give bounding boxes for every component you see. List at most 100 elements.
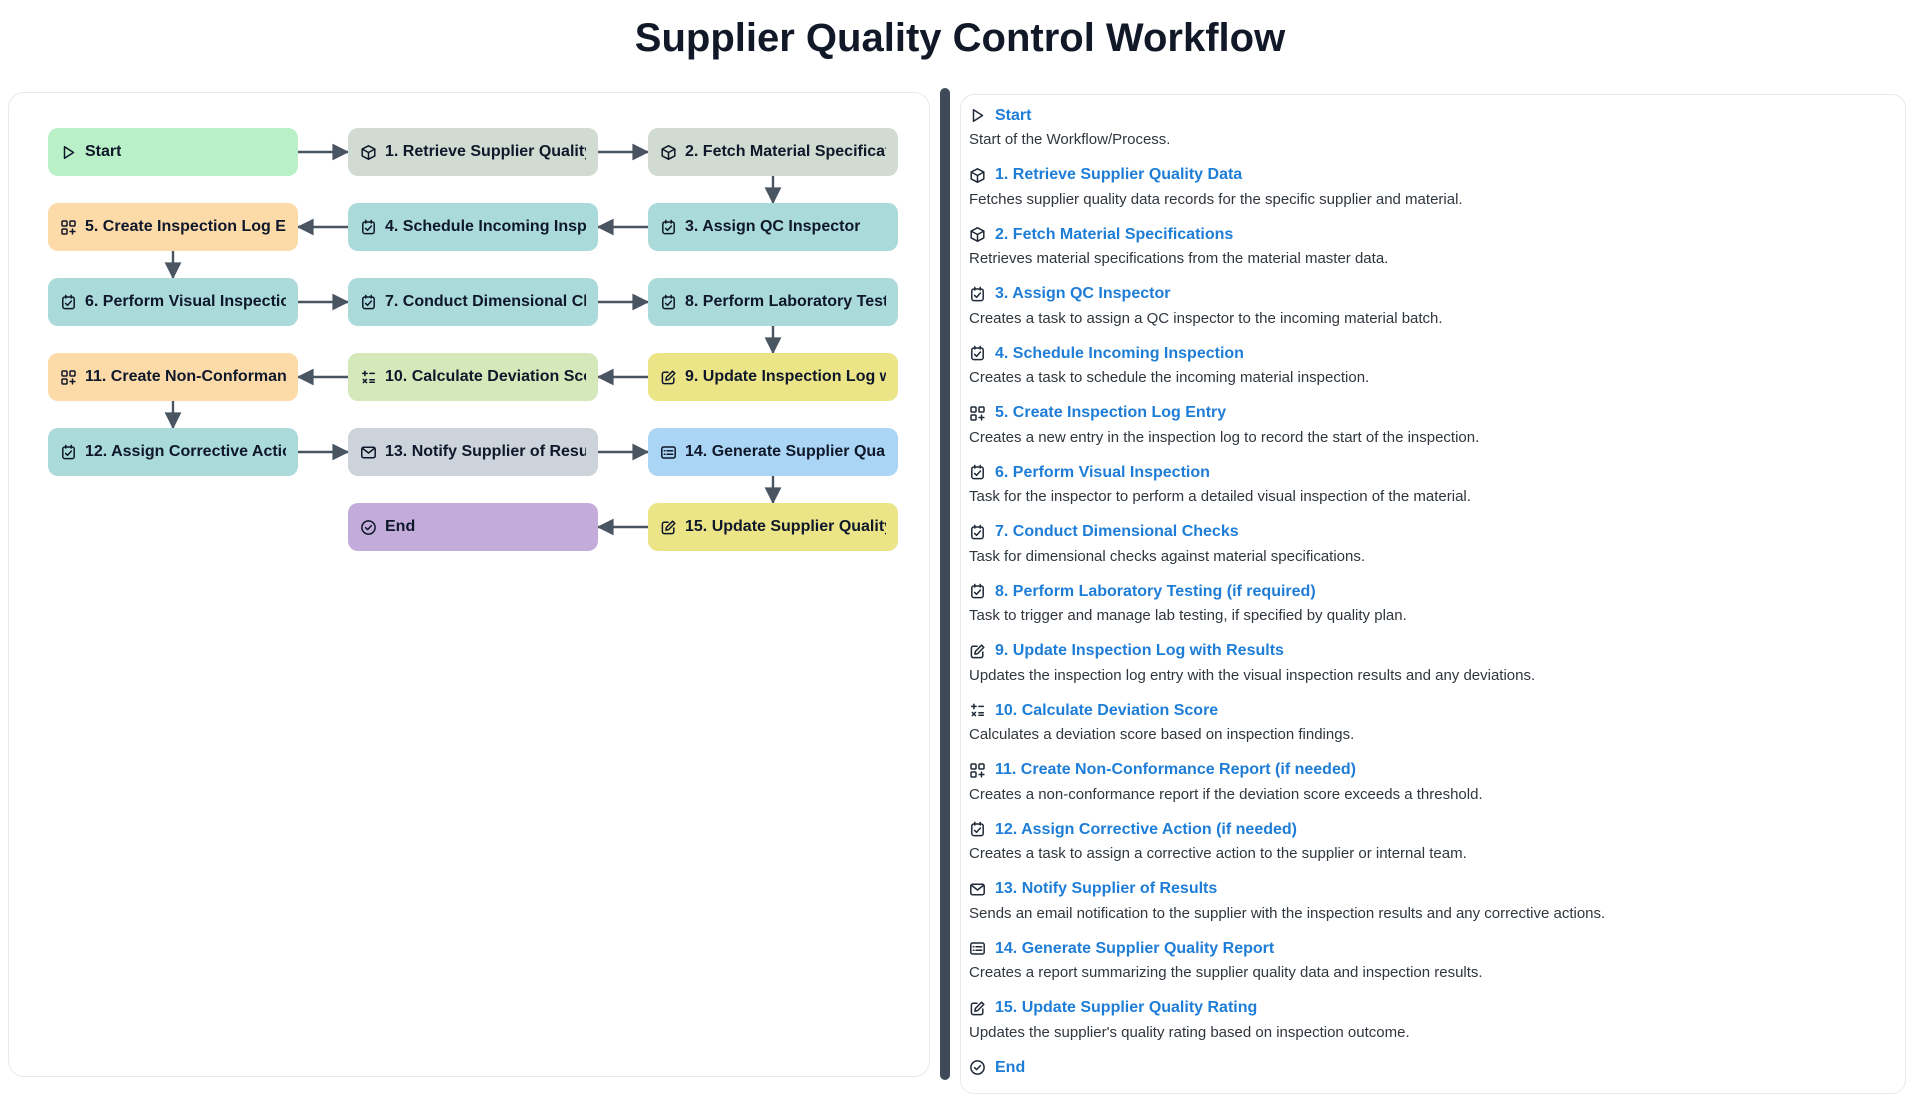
grid-plus-icon xyxy=(61,219,76,235)
panel-splitter[interactable] xyxy=(940,88,950,1080)
legend-step-description: Creates a task to assign a QC inspector … xyxy=(969,309,1443,327)
flow-node-step-3[interactable]: 3. Assign QC Inspector xyxy=(648,203,898,251)
task-icon xyxy=(971,583,984,599)
node-label: 14. Generate Supplier Quality Report xyxy=(685,443,886,460)
node-icon-wrap xyxy=(60,144,77,161)
edit-icon xyxy=(661,369,676,384)
legend-step-description: Calculates a deviation score based on in… xyxy=(969,726,1355,743)
legend-step-link[interactable]: End xyxy=(969,1057,1891,1078)
flow-node-step-15[interactable]: 15. Update Supplier Quality Rating xyxy=(648,503,898,551)
legend-step-link[interactable]: 11. Create Non-Conformance Report (if ne… xyxy=(969,760,1891,781)
legend-step-link[interactable]: 8. Perform Laboratory Testing (if requir… xyxy=(969,581,1891,602)
legend-step-link[interactable]: 4. Schedule Incoming Inspection xyxy=(969,343,1891,364)
flow-node-step-8[interactable]: 8. Perform Laboratory Testing (if requir… xyxy=(648,278,898,326)
legend-step-title: Start xyxy=(995,106,1032,124)
calculate-icon xyxy=(970,703,985,717)
legend-step-description: Creates a task to assign a corrective ac… xyxy=(969,845,1467,862)
legend-step-link[interactable]: 9. Update Inspection Log with Results xyxy=(969,641,1891,662)
legend-step-link[interactable]: 6. Perform Visual Inspection xyxy=(969,462,1891,483)
node-label: 1. Retrieve Supplier Quality Data xyxy=(385,143,586,160)
node-icon-wrap xyxy=(660,294,677,311)
flow-node-step-10[interactable]: 10. Calculate Deviation Score xyxy=(348,353,598,401)
calculate-icon xyxy=(361,369,376,383)
grid-plus-icon xyxy=(970,762,985,778)
legend-step-title: 8. Perform Laboratory Testing (if requir… xyxy=(995,582,1316,600)
legend-step-title: 15. Update Supplier Quality Rating xyxy=(995,999,1258,1016)
legend-step-link[interactable]: 13. Notify Supplier of Results xyxy=(969,879,1891,900)
flow-node-step-7[interactable]: 7. Conduct Dimensional Checks xyxy=(348,278,598,326)
flow-node-step-6[interactable]: 6. Perform Visual Inspection xyxy=(48,278,298,326)
legend-step-description: Fetches supplier quality data records fo… xyxy=(969,190,1463,208)
node-icon-wrap xyxy=(360,219,377,236)
edit-icon xyxy=(970,643,985,658)
legend-step-description: Task for dimensional checks against mate… xyxy=(969,547,1366,565)
node-label: 4. Schedule Incoming Inspection xyxy=(385,218,586,235)
legend-step-link[interactable]: 2. Fetch Material Specifications xyxy=(969,224,1891,245)
flow-node-end[interactable]: End xyxy=(348,503,598,551)
flow-node-step-1[interactable]: 1. Retrieve Supplier Quality Data xyxy=(348,128,598,176)
legend-icon-wrap xyxy=(969,524,986,541)
legend-step-description: Creates a non-conformance report if the … xyxy=(969,785,1483,803)
node-label: 7. Conduct Dimensional Checks xyxy=(385,293,586,310)
legend-step-link[interactable]: 3. Assign QC Inspector xyxy=(969,284,1891,305)
legend-step-link[interactable]: 7. Conduct Dimensional Checks xyxy=(969,522,1891,543)
legend-step-link[interactable]: 1. Retrieve Supplier Quality Data xyxy=(969,165,1891,186)
task-icon xyxy=(971,345,984,361)
legend-step-description: Start of the Workflow/Process. xyxy=(969,131,1171,148)
legend-icon-wrap xyxy=(969,821,986,838)
grid-plus-icon xyxy=(970,405,985,421)
node-icon-wrap xyxy=(660,444,677,461)
legend-step-link[interactable]: 15. Update Supplier Quality Rating xyxy=(969,998,1891,1019)
mail-icon xyxy=(970,882,985,896)
flow-node-step-13[interactable]: 13. Notify Supplier of Results xyxy=(348,428,598,476)
legend-icon-wrap xyxy=(969,1000,986,1017)
legend-step-title: 6. Perform Visual Inspection xyxy=(995,463,1210,481)
workflow-diagram-panel: Start 1. Retrieve Supplier Quality Data 2.… xyxy=(8,92,930,1077)
package-icon xyxy=(361,144,376,160)
legend-step-title: 4. Schedule Incoming Inspection xyxy=(995,344,1244,362)
legend-icon-wrap xyxy=(969,762,986,779)
legend-step-link[interactable]: 14. Generate Supplier Quality Report xyxy=(969,938,1891,959)
node-icon-wrap xyxy=(360,294,377,311)
legend-icon-wrap xyxy=(969,405,986,422)
flow-node-step-5[interactable]: 5. Create Inspection Log Entry xyxy=(48,203,298,251)
task-icon xyxy=(662,294,675,309)
legend-entry-step-12: 12. Assign Corrective Action (if needed)… xyxy=(969,819,1891,863)
node-icon-wrap xyxy=(360,369,377,386)
flow-node-step-4[interactable]: 4. Schedule Incoming Inspection xyxy=(348,203,598,251)
flow-node-step-14[interactable]: 14. Generate Supplier Quality Report xyxy=(648,428,898,476)
check-circle-icon xyxy=(361,519,376,535)
play-icon xyxy=(972,108,984,123)
legend-step-title: 14. Generate Supplier Quality Report xyxy=(995,939,1275,957)
legend-icon-wrap xyxy=(969,167,986,184)
node-label: 2. Fetch Material Specifications xyxy=(685,143,886,160)
flow-node-start[interactable]: Start xyxy=(48,128,298,176)
package-icon xyxy=(970,227,985,242)
node-label: 6. Perform Visual Inspection xyxy=(85,293,286,310)
legend-step-description: Creates a task to schedule the incoming … xyxy=(969,369,1370,386)
node-icon-wrap xyxy=(360,444,377,461)
flow-node-step-11[interactable]: 11. Create Non-Conformance Report (if ne… xyxy=(48,353,298,401)
node-label: 3. Assign QC Inspector xyxy=(685,218,861,235)
flow-node-step-12[interactable]: 12. Assign Corrective Action (if needed) xyxy=(48,428,298,476)
legend-step-link[interactable]: 5. Create Inspection Log Entry xyxy=(969,403,1891,424)
legend-icon-wrap xyxy=(969,226,986,243)
flow-node-step-2[interactable]: 2. Fetch Material Specifications xyxy=(648,128,898,176)
legend-step-description: Sends an email notification to the suppl… xyxy=(969,904,1606,922)
legend-step-link[interactable]: 12. Assign Corrective Action (if needed) xyxy=(969,819,1891,840)
edit-icon xyxy=(661,519,676,534)
legend-step-title: 12. Assign Corrective Action (if needed) xyxy=(995,820,1297,838)
legend-step-title: 2. Fetch Material Specifications xyxy=(995,225,1234,243)
legend-icon-wrap xyxy=(969,643,986,660)
flow-node-step-9[interactable]: 9. Update Inspection Log with Results xyxy=(648,353,898,401)
legend-step-link[interactable]: Start xyxy=(969,105,1891,126)
task-icon xyxy=(362,294,375,309)
legend-step-link[interactable]: 10. Calculate Deviation Score xyxy=(969,700,1891,721)
node-label: Start xyxy=(85,143,122,160)
